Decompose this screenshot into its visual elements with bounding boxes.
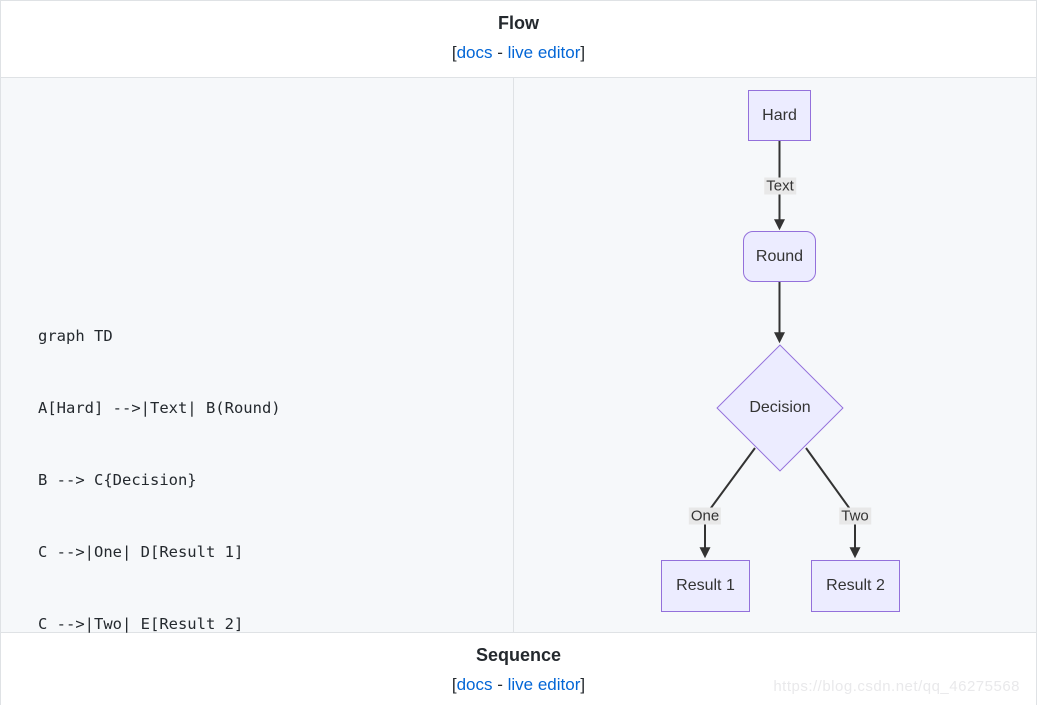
flow-live-editor-link[interactable]: live editor [507,43,581,62]
node-decision-label: Decision [749,399,811,416]
flow-section-links: [docs - live editor] [1,39,1036,67]
link-separator: - [492,43,508,62]
open-bracket: [ [451,675,457,694]
code-line: graph TD [38,327,113,345]
open-bracket: [ [451,43,457,62]
sequence-section-title: Sequence [475,645,562,665]
close-bracket: ] [580,675,586,694]
csdn-watermark: https://blog.csdn.net/qq_46275568 [773,678,1020,695]
node-round-label: Round [755,247,804,265]
mermaid-code-block: graph TD A[Hard] -->|Text| B(Round) B --… [38,276,513,684]
edge-label-one: One [688,507,722,525]
edge-decision-result1 [699,447,756,559]
node-result-2-label: Result 2 [826,577,885,594]
node-round: Round [743,231,816,282]
flow-section-header: Flow [docs - live editor] [1,1,1036,78]
edge-label-two: Two [839,507,871,525]
sequence-section-links: [docs - live editor] [1,671,1036,699]
node-result-2: Result 2 [811,560,900,612]
sequence-docs-link[interactable]: docs [456,675,493,694]
flow-example-row: graph TD A[Hard] -->|Text| B(Round) B --… [1,78,1036,633]
sequence-section-header: Sequence [docs - live editor] [1,633,1036,705]
code-line: B --> C{Decision} [38,471,197,489]
node-result-1-label: Result 1 [676,577,735,594]
code-line: C -->|One| D[Result 1] [38,543,244,561]
close-bracket: ] [580,43,586,62]
edge-decision-result2 [805,447,861,559]
node-hard-label: Hard [762,106,797,124]
flow-section-title: Flow [498,13,539,33]
code-line: A[Hard] -->|Text| B(Round) [38,399,281,417]
node-result-1: Result 1 [661,560,750,612]
code-line: C -->|Two| E[Result 2] [38,615,244,633]
code-cell: graph TD A[Hard] -->|Text| B(Round) B --… [1,78,514,633]
sequence-live-editor-link[interactable]: live editor [507,675,581,694]
node-hard: Hard [748,90,811,141]
flow-docs-link[interactable]: docs [456,43,493,62]
edge-label-text: Text [764,177,796,195]
flow-diagram: Hard Round Decision Result 1 Result 2 Te… [514,78,1036,632]
link-separator: - [492,675,508,694]
